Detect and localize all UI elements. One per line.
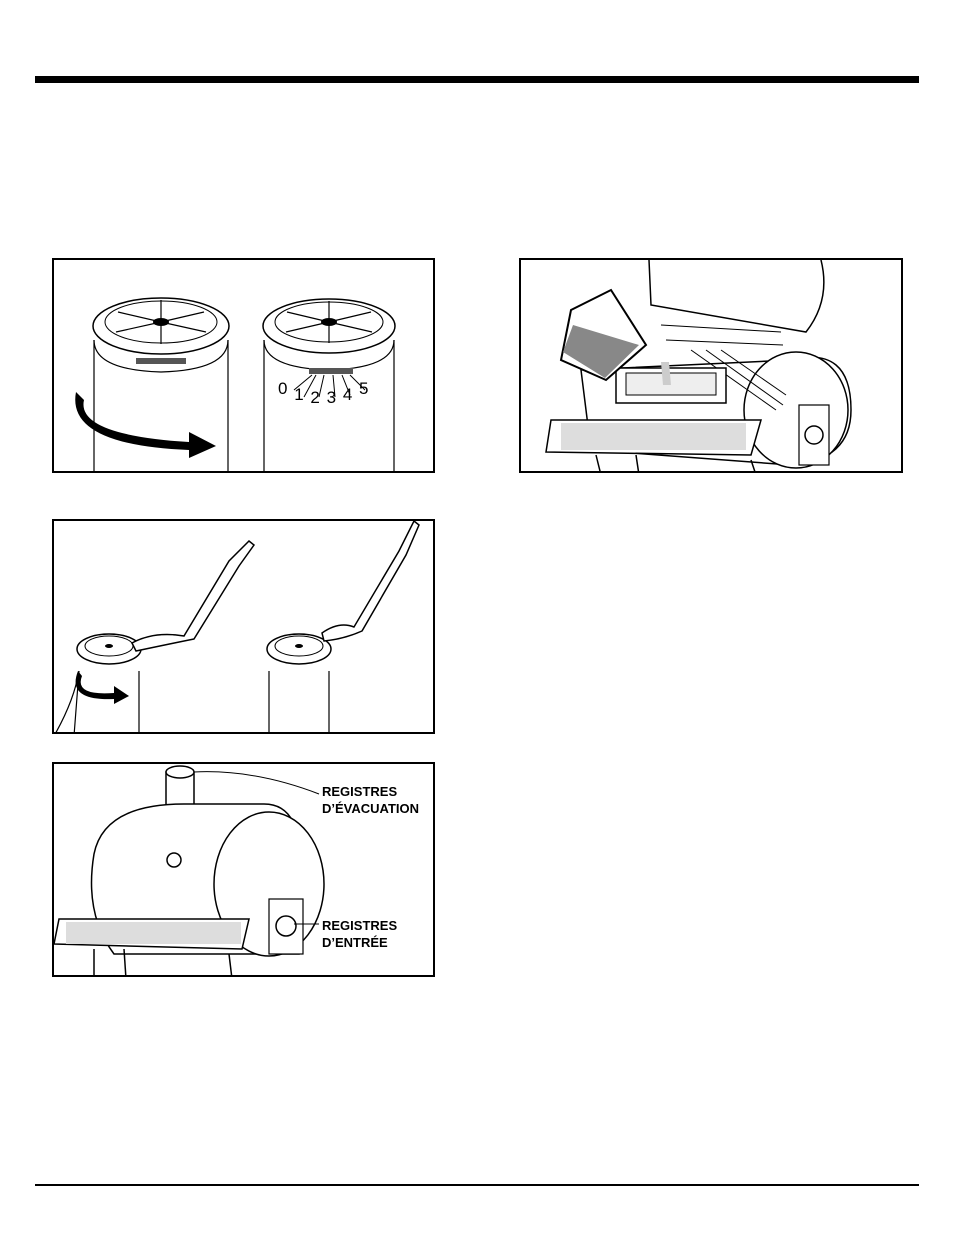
header-rule	[35, 76, 919, 83]
damper-number: 1	[294, 385, 304, 404]
chimney-with-tool-left	[55, 539, 256, 732]
chimney-with-tool-right	[266, 521, 420, 732]
figure-damper-rotation	[52, 258, 435, 473]
damper-number: 3	[326, 388, 337, 407]
damper-number: 0	[278, 379, 288, 398]
intake-label-line: REGISTRES	[322, 918, 398, 933]
figure-smoker-dampers	[52, 762, 435, 977]
footer-rule	[35, 1184, 919, 1186]
damper-rotation-drawing	[75, 297, 396, 471]
chimney-right-illustration	[262, 298, 396, 471]
chimney-left-illustration	[75, 297, 230, 471]
figure-damper-tool	[52, 519, 435, 734]
figure-water-pan	[519, 258, 903, 473]
damper-tool-drawing	[55, 521, 420, 732]
smoker-drawing	[54, 765, 325, 975]
damper-position-numbers: 0 1 2 3 4 5	[278, 379, 370, 407]
intake-label-line: D’ENTRÉE	[322, 935, 388, 950]
damper-number: 5	[359, 379, 369, 398]
water-pan-drawing	[545, 260, 852, 471]
damper-number: 4	[342, 385, 353, 404]
intake-damper-label: REGISTRES D’ENTRÉE	[322, 917, 397, 951]
exhaust-damper-label: REGISTRES D’ÉVACUATION	[322, 783, 419, 817]
damper-number: 2	[310, 388, 320, 407]
exhaust-label-line: REGISTRES	[322, 784, 398, 799]
exhaust-label-line: D’ÉVACUATION	[322, 801, 420, 816]
